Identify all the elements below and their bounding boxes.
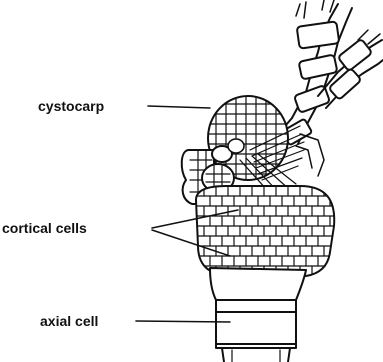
axial-cell: [216, 300, 296, 348]
leader-line-axial: [136, 321, 230, 322]
leader-line-cystocarp: [148, 106, 210, 108]
filament-segment: [297, 21, 340, 48]
cortical-cells-region: [196, 186, 336, 276]
filament-segment: [338, 39, 373, 72]
label-cortical-cells: cortical cells: [2, 220, 87, 236]
upper-branch-filament: [280, 0, 383, 176]
axial-cell-stalk: [210, 268, 306, 362]
filament-segment: [299, 54, 338, 79]
label-cystocarp: cystocarp: [38, 98, 104, 114]
label-axial-cell: axial cell: [40, 313, 98, 329]
